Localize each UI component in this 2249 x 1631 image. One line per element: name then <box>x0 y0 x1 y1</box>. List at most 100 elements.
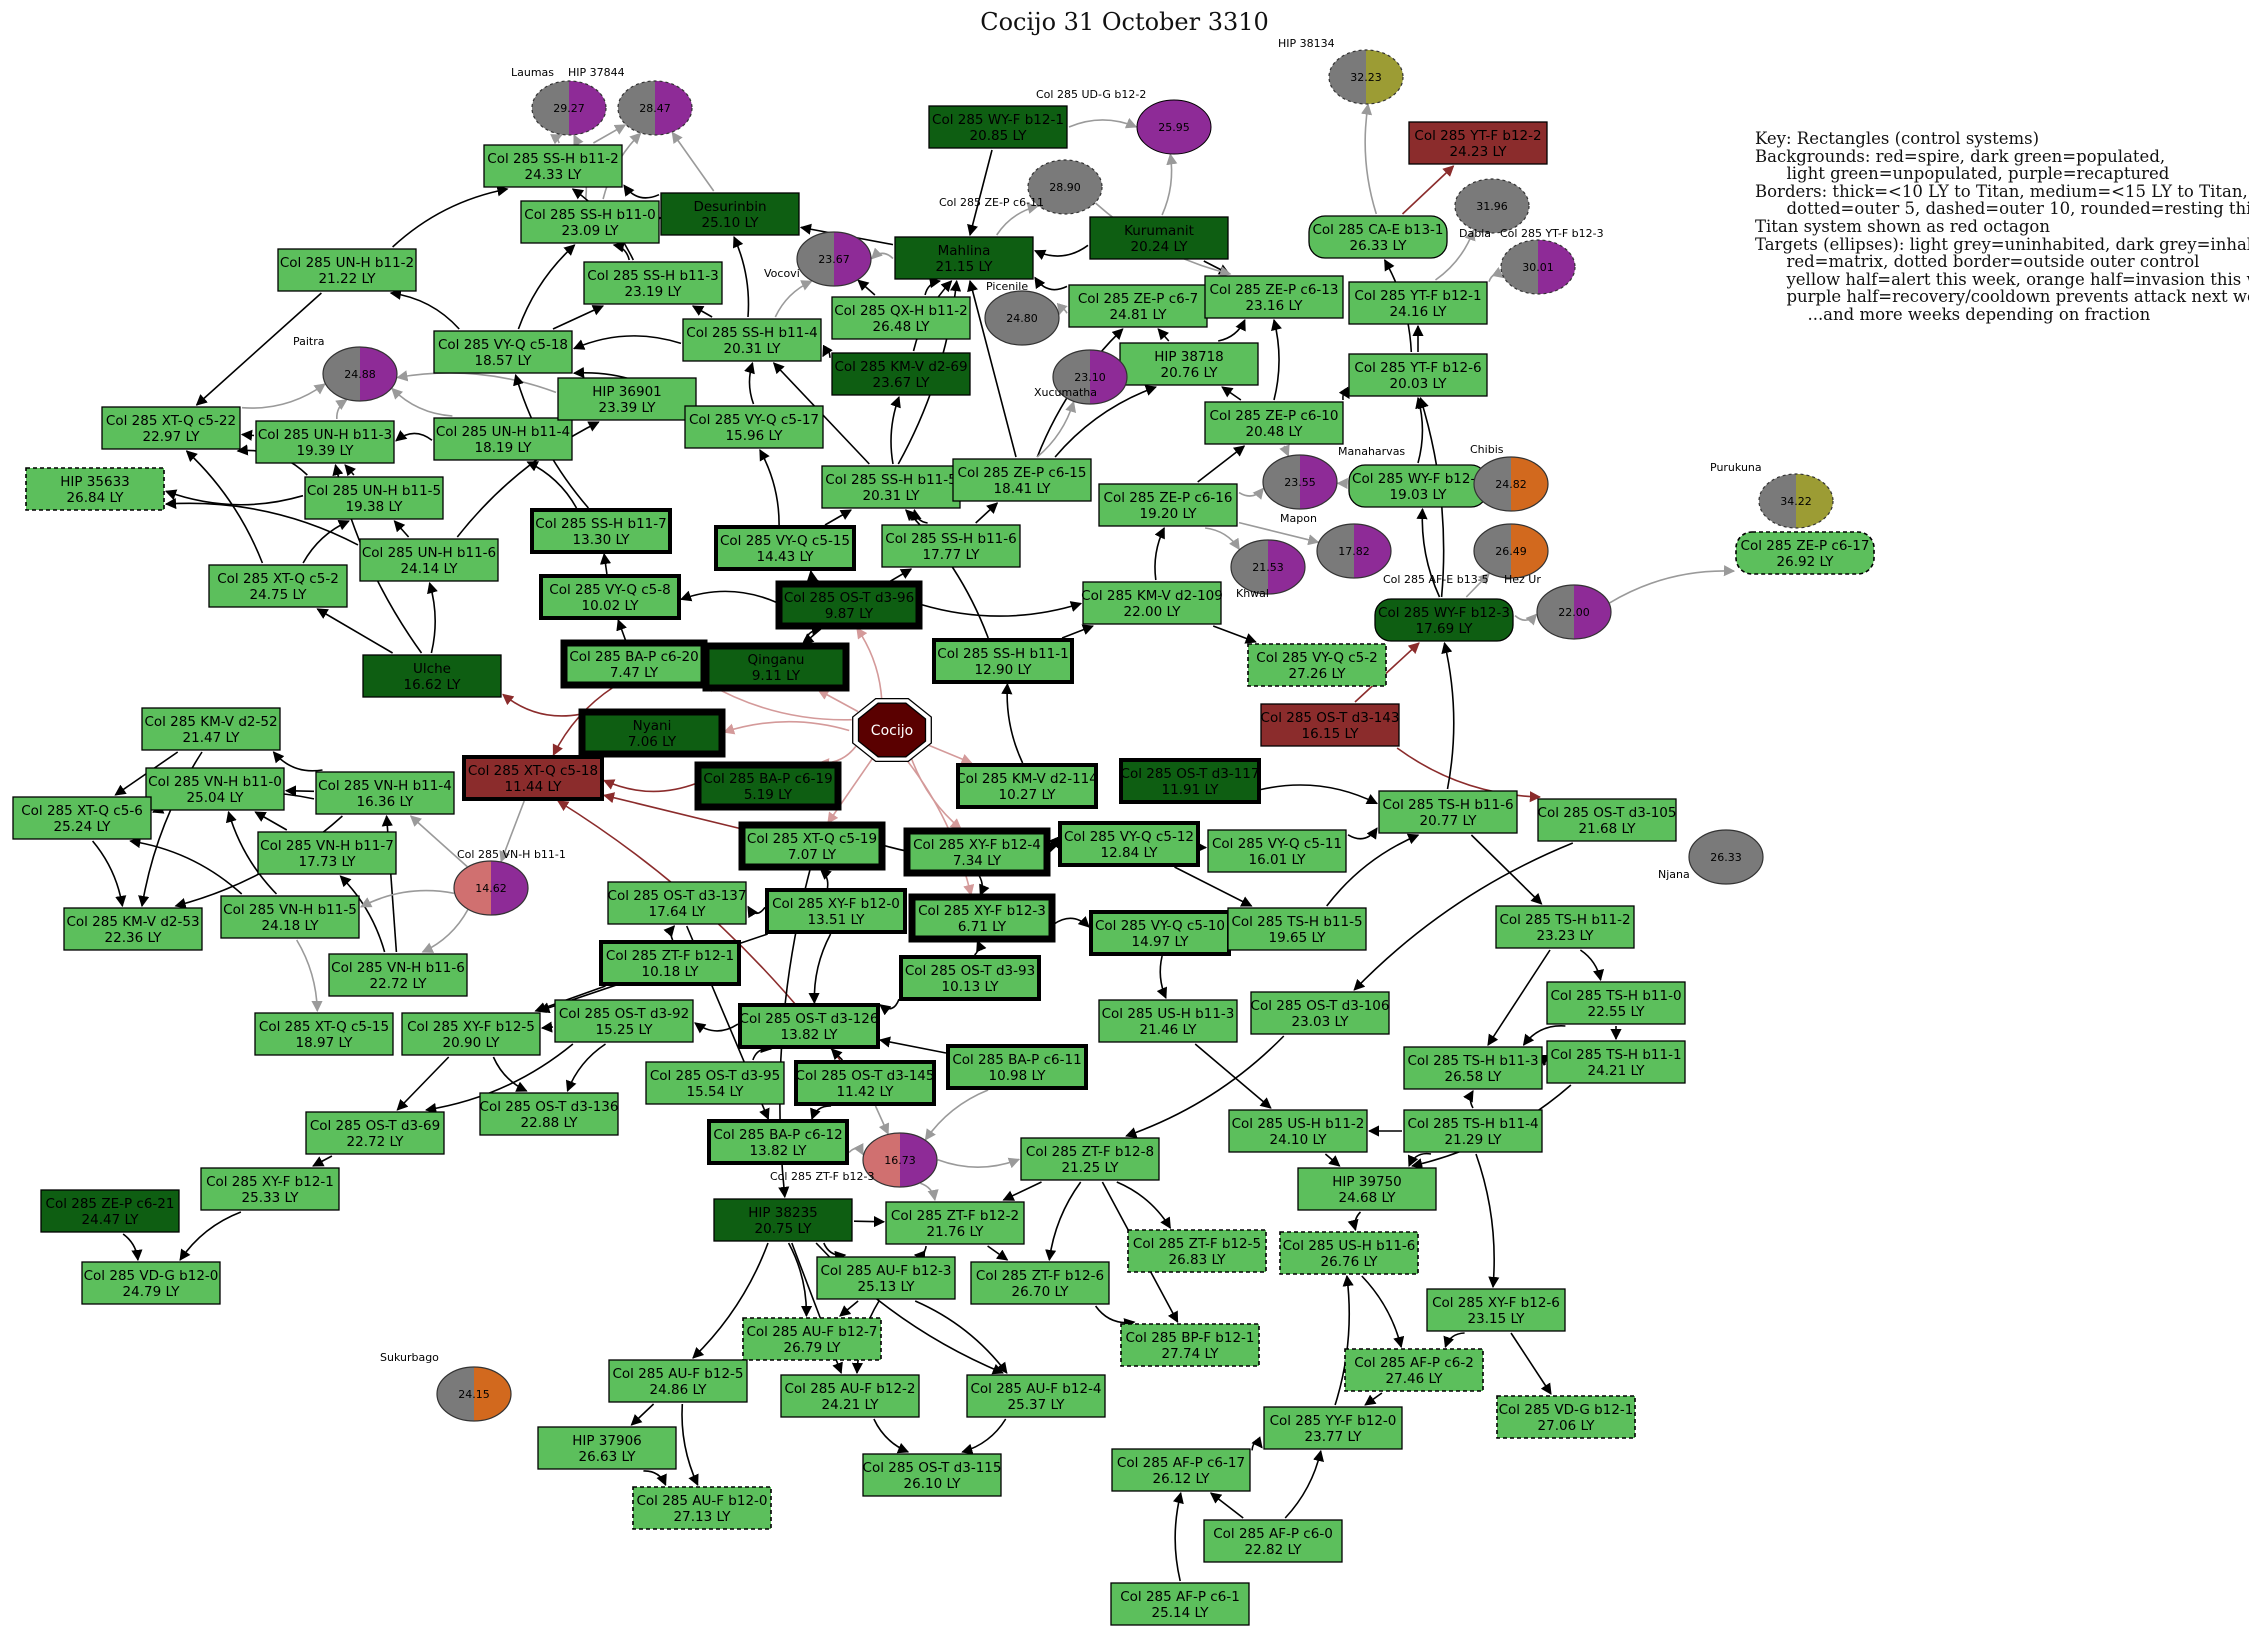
system-node-xy-b12-0[interactable]: Col 285 XY-F b12-013.51 LY <box>765 888 907 934</box>
system-node-ss-b11-5[interactable]: Col 285 SS-H b11-520.31 LY <box>821 465 961 509</box>
system-node-vn-b11-7[interactable]: Col 285 VN-H b11-717.73 LY <box>257 831 397 875</box>
system-node-ts-b11-2[interactable]: Col 285 TS-H b11-223.23 LY <box>1495 905 1635 949</box>
system-node-zt-b12-8[interactable]: Col 285 ZT-F b12-821.25 LY <box>1020 1137 1160 1181</box>
system-node-ts-b11-3[interactable]: Col 285 TS-H b11-326.58 LY <box>1403 1046 1543 1090</box>
system-node-yt-b12-2[interactable]: Col 285 YT-F b12-224.23 LY <box>1408 121 1548 165</box>
system-node-vn-b11-5[interactable]: Col 285 VN-H b11-524.18 LY <box>220 895 360 939</box>
system-node-xy-b12-1[interactable]: Col 285 XY-F b12-125.33 LY <box>200 1167 340 1211</box>
titan-cocijo[interactable]: Cocijo <box>852 697 932 763</box>
system-node-xy-b12-4[interactable]: Col 285 XY-F b12-47.34 LY <box>903 827 1051 877</box>
system-node-au-b12-4[interactable]: Col 285 AU-F b12-425.37 LY <box>966 1374 1106 1418</box>
system-node-yt-b12-1[interactable]: Col 285 YT-F b12-124.16 LY <box>1348 281 1488 325</box>
system-node-xy-b12-6[interactable]: Col 285 XY-F b12-623.15 LY <box>1426 1288 1566 1332</box>
system-node-qx-b11-2[interactable]: Col 285 QX-H b11-226.48 LY <box>831 296 971 340</box>
system-node-un-b11-4[interactable]: Col 285 UN-H b11-418.19 LY <box>433 417 573 461</box>
system-node-ze-c6-7[interactable]: Col 285 ZE-P c6-724.81 LY <box>1068 284 1208 328</box>
system-node-wy-b12-5[interactable]: Col 285 WY-F b12-519.03 LY <box>1348 464 1488 508</box>
system-node-bp-b12-1[interactable]: Col 285 BP-F b12-127.74 LY <box>1120 1323 1260 1367</box>
system-node-vn-b11-6[interactable]: Col 285 VN-H b11-622.72 LY <box>328 953 468 997</box>
system-node-ca-b13-1[interactable]: Col 285 CA-E b13-126.33 LY <box>1308 215 1448 259</box>
system-node-ss-b11-3[interactable]: Col 285 SS-H b11-323.19 LY <box>583 261 723 305</box>
system-node-xt-c5-6[interactable]: Col 285 XT-Q c5-625.24 LY <box>12 796 152 840</box>
system-node-wy-b12-1[interactable]: Col 285 WY-F b12-120.85 LY <box>928 105 1068 149</box>
system-node-ss-b11-6[interactable]: Col 285 SS-H b11-617.77 LY <box>881 524 1021 568</box>
system-node-au-b12-5[interactable]: Col 285 AU-F b12-524.86 LY <box>608 1359 748 1403</box>
system-node-xt-c5-19[interactable]: Col 285 XT-Q c5-197.07 LY <box>738 821 886 871</box>
system-node-vd-b12-1[interactable]: Col 285 VD-G b12-127.06 LY <box>1496 1395 1636 1439</box>
system-node-ts-b11-5[interactable]: Col 285 TS-H b11-519.65 LY <box>1227 907 1367 951</box>
system-node-vd-b12-0[interactable]: Col 285 VD-G b12-024.79 LY <box>81 1261 221 1305</box>
system-node-vy-c5-2[interactable]: Col 285 VY-Q c5-227.26 LY <box>1247 643 1387 687</box>
system-node-af-c6-0[interactable]: Col 285 AF-P c6-022.82 LY <box>1203 1519 1343 1563</box>
system-node-un-b11-5[interactable]: Col 285 UN-H b11-519.38 LY <box>304 476 444 520</box>
system-node-ba-c6-19[interactable]: Col 285 BA-P c6-195.19 LY <box>694 761 842 811</box>
system-node-au-b12-2[interactable]: Col 285 AU-F b12-224.21 LY <box>780 1374 920 1418</box>
system-node-ts-b11-1[interactable]: Col 285 TS-H b11-124.21 LY <box>1546 1040 1686 1084</box>
system-node-ss-b11-0[interactable]: Col 285 SS-H b11-023.09 LY <box>520 200 660 244</box>
system-node-zt-b12-2[interactable]: Col 285 ZT-F b12-221.76 LY <box>885 1201 1025 1245</box>
system-node-xt-c5-2[interactable]: Col 285 XT-Q c5-224.75 LY <box>208 564 348 608</box>
system-node-vy-c5-8[interactable]: Col 285 VY-Q c5-810.02 LY <box>539 574 681 620</box>
system-node-ts-b11-6[interactable]: Col 285 TS-H b11-620.77 LY <box>1378 790 1518 834</box>
system-node-wy-b12-3[interactable]: Col 285 WY-F b12-317.69 LY <box>1374 598 1514 642</box>
system-node-au-b12-0[interactable]: Col 285 AU-F b12-027.13 LY <box>632 1486 772 1530</box>
system-node-au-b12-3[interactable]: Col 285 AU-F b12-325.13 LY <box>816 1256 956 1300</box>
system-node-un-b11-2[interactable]: Col 285 UN-H b11-221.22 LY <box>277 248 417 292</box>
system-node-ss-b11-4[interactable]: Col 285 SS-H b11-420.31 LY <box>682 318 822 362</box>
